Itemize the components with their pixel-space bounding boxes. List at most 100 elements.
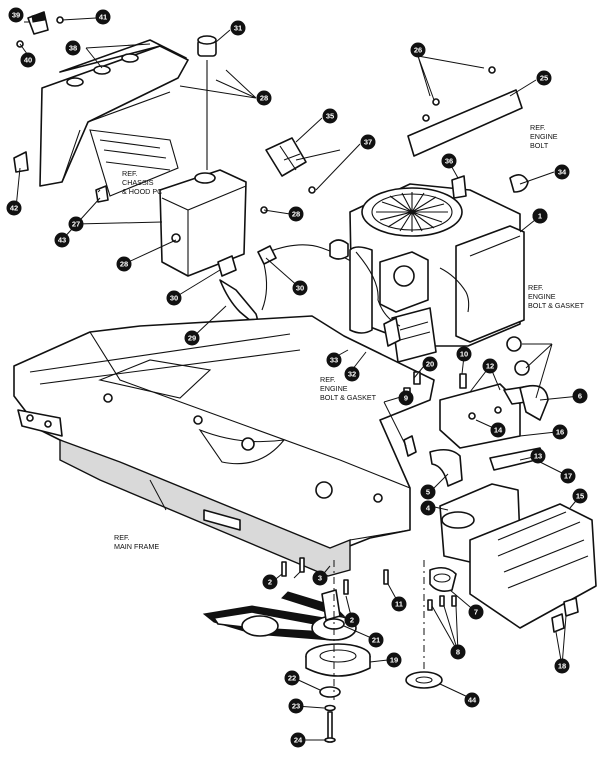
callout-6: 6: [572, 388, 588, 404]
callout-4: 4: [420, 500, 436, 516]
callout-11: 11: [391, 596, 407, 612]
muffler-heat-shield: [429, 336, 597, 633]
callout-30: 30: [292, 280, 308, 296]
callout-39: 39: [8, 7, 24, 23]
svg-text:26: 26: [414, 46, 422, 55]
callout-36: 36: [441, 153, 457, 169]
svg-text:22: 22: [288, 674, 296, 683]
svg-text:6: 6: [578, 392, 582, 401]
svg-text:18: 18: [558, 662, 566, 671]
svg-text:28: 28: [120, 260, 128, 269]
callout-41: 41: [95, 9, 111, 25]
callout-9: 9: [398, 390, 414, 406]
svg-text:30: 30: [296, 284, 304, 293]
svg-text:38: 38: [69, 44, 77, 53]
callout-22: 22: [284, 670, 300, 686]
svg-text:9: 9: [404, 394, 408, 403]
callout-37: 37: [360, 134, 376, 150]
callout-44: 44: [464, 692, 480, 708]
svg-text:12: 12: [486, 362, 494, 371]
callout-14: 14: [490, 422, 506, 438]
svg-text:1: 1: [538, 212, 542, 221]
svg-text:4: 4: [426, 504, 431, 513]
callout-33: 33: [326, 352, 342, 368]
ref-chassis-hood: REF.CHASSIS& HOOD PC: [122, 169, 162, 196]
callout-31: 31: [230, 20, 246, 36]
callout-30: 30: [166, 290, 182, 306]
callout-35: 35: [322, 108, 338, 124]
svg-text:23: 23: [292, 702, 300, 711]
svg-text:16: 16: [556, 428, 564, 437]
svg-text:40: 40: [24, 56, 32, 65]
callout-13: 13: [530, 448, 546, 464]
svg-text:35: 35: [326, 112, 334, 121]
callout-27: 27: [68, 216, 84, 232]
callout-34: 34: [554, 164, 570, 180]
callout-12: 12: [482, 358, 498, 374]
svg-text:3: 3: [318, 574, 322, 583]
svg-text:20: 20: [426, 360, 434, 369]
callout-28: 28: [288, 206, 304, 222]
svg-text:37: 37: [364, 138, 372, 147]
throttle-control: [265, 137, 341, 194]
svg-text:41: 41: [99, 13, 107, 22]
svg-text:21: 21: [372, 636, 380, 645]
svg-text:30: 30: [170, 294, 178, 303]
callout-17: 17: [560, 468, 576, 484]
callout-7: 7: [468, 604, 484, 620]
callout-5: 5: [420, 484, 436, 500]
svg-text:29: 29: [188, 334, 196, 343]
svg-text:33: 33: [330, 356, 338, 365]
svg-text:25: 25: [540, 74, 548, 83]
engine-assembly: [329, 66, 529, 363]
svg-text:15: 15: [576, 492, 584, 501]
callout-15: 15: [572, 488, 588, 504]
svg-text:34: 34: [558, 168, 567, 177]
svg-text:24: 24: [294, 736, 303, 745]
callout-28: 28: [116, 256, 132, 272]
callout-8: 8: [450, 644, 466, 660]
pulley-belt-assembly: [202, 560, 457, 743]
callout-19: 19: [386, 652, 402, 668]
svg-text:8: 8: [456, 648, 460, 657]
mounting-bolts: [281, 371, 467, 595]
svg-text:28: 28: [292, 210, 300, 219]
callout-28: 28: [256, 90, 272, 106]
callout-1: 1: [532, 208, 548, 224]
callout-24: 24: [290, 732, 306, 748]
ref-main-frame: REF.MAIN FRAME: [114, 533, 159, 551]
callout-29: 29: [184, 330, 200, 346]
svg-text:17: 17: [564, 472, 572, 481]
callout-18: 18: [554, 658, 570, 674]
svg-text:44: 44: [468, 696, 477, 705]
svg-text:2: 2: [350, 616, 354, 625]
svg-text:14: 14: [494, 426, 503, 435]
svg-text:28: 28: [260, 94, 268, 103]
callout-26: 26: [410, 42, 426, 58]
callout-25: 25: [536, 70, 552, 86]
callout-38: 38: [65, 40, 81, 56]
fuel-tank-assembly: [159, 35, 268, 324]
svg-text:7: 7: [474, 608, 478, 617]
svg-text:32: 32: [348, 370, 356, 379]
callout-3: 3: [312, 570, 328, 586]
callout-10: 10: [456, 346, 472, 362]
svg-text:39: 39: [12, 11, 20, 20]
callout-2: 2: [262, 574, 278, 590]
dashpanel-hood-assembly: [13, 11, 189, 203]
svg-text:27: 27: [72, 220, 80, 229]
part-callouts: 39 41 40 38 31 28 26 25 35 37 36 34 42 4…: [6, 7, 588, 748]
fuel-line-filter: [257, 244, 366, 311]
callout-32: 32: [344, 366, 360, 382]
svg-text:13: 13: [534, 452, 542, 461]
svg-text:43: 43: [58, 236, 66, 245]
callout-43: 43: [54, 232, 70, 248]
svg-text:10: 10: [460, 350, 468, 359]
callout-20: 20: [422, 356, 438, 372]
svg-text:19: 19: [390, 656, 398, 665]
